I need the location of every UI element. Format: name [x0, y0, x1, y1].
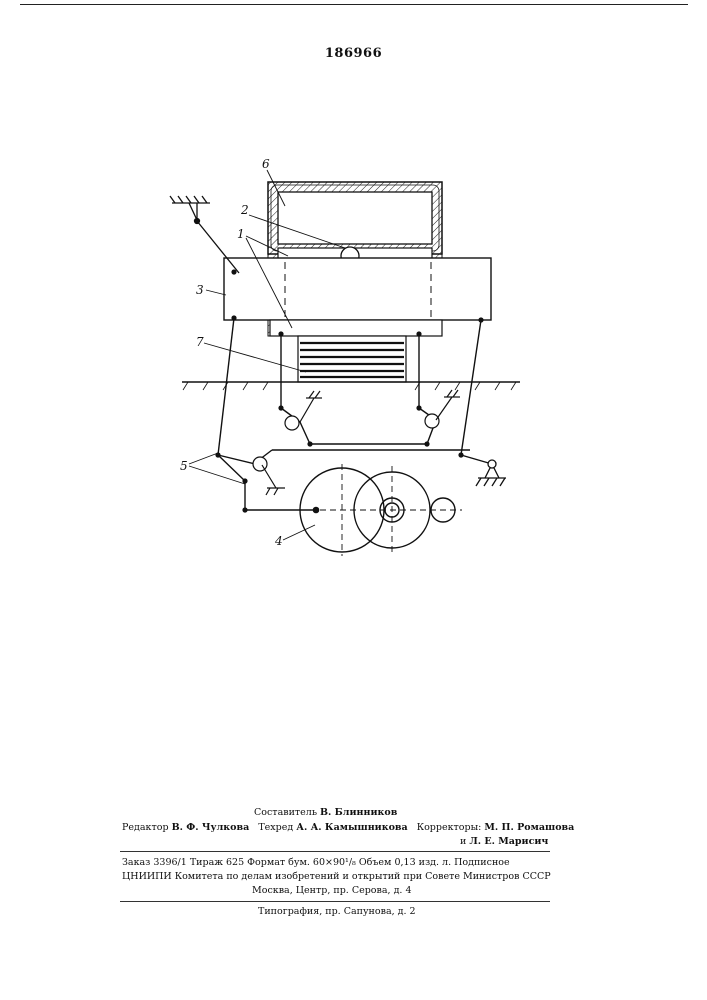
correctors-label: Корректоры: [417, 822, 482, 833]
footer-rule-2 [120, 901, 550, 902]
label-2: 2 [240, 203, 249, 217]
label-4: 4 [274, 534, 283, 548]
techred-name: А. А. Камышникова [296, 822, 407, 833]
compiler-line: Составитель В. Блинников [254, 807, 397, 818]
block-3 [224, 258, 491, 320]
compiler-label: Составитель [254, 807, 317, 818]
corrector-1: М. П. Ромашова [484, 822, 574, 833]
carriage-plate [270, 320, 442, 336]
gear-train-4 [300, 464, 462, 556]
printing-line: Типография, пр. Сапунова, д. 2 [258, 906, 416, 917]
techred-label: Техред [258, 822, 293, 833]
label-6: 6 [262, 157, 270, 171]
compiler-name: В. Блинников [320, 807, 397, 818]
editor-name: В. Ф. Чулкова [172, 822, 250, 833]
ground-line [182, 382, 520, 390]
editor-label: Редактор [122, 822, 169, 833]
editor-line: Редактор В. Ф. Чулкова Техред А. А. Камы… [122, 822, 574, 833]
corrector-2-line: и Л. Е. Марисич [460, 836, 548, 847]
order-line: Заказ 3396/1 Тираж 625 Формат бум. 60×90… [122, 857, 510, 868]
label-1: 1 [237, 227, 245, 241]
label-7: 7 [196, 335, 204, 349]
footer-rule-1 [120, 851, 550, 852]
corrector-2: Л. Е. Марисич [469, 836, 548, 847]
stack-7 [298, 336, 406, 382]
org-line: ЦНИИПИ Комитета по делам изобретений и о… [122, 871, 551, 882]
housing-6 [268, 182, 442, 254]
label-3: 3 [196, 283, 204, 297]
right-ground-pivot [476, 460, 506, 486]
label-5: 5 [180, 459, 188, 473]
address-line: Москва, Центр, пр. Серова, д. 4 [252, 885, 412, 896]
corrector-2-prefix: и [460, 836, 466, 847]
